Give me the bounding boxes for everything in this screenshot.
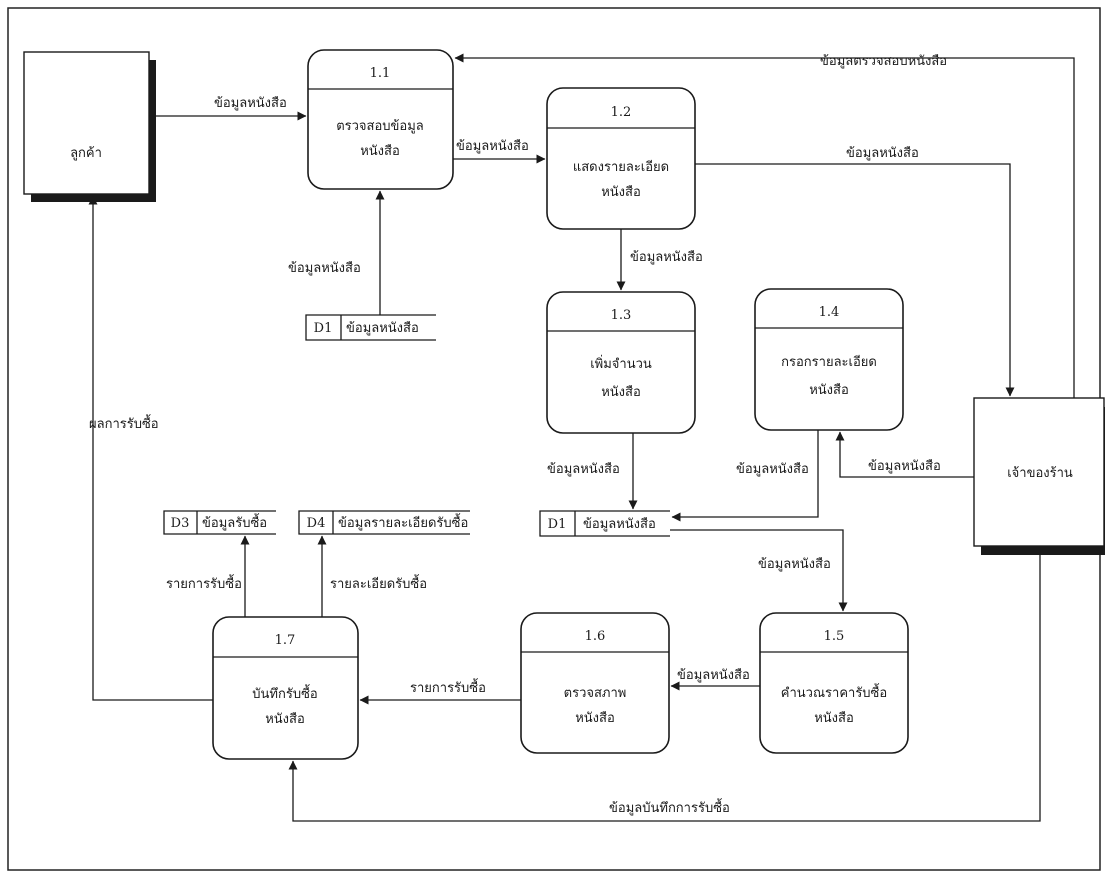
flow-1-5-to-1-6: ข้อมูลหนังสือ	[670, 667, 760, 691]
flow-label: ข้อมูลตรวจสอบหนังสือ	[820, 53, 947, 69]
flow-label: รายละเอียดรับซื้อ	[330, 574, 427, 592]
flow-label: ข้อมูลหนังสือ	[214, 95, 287, 111]
store-name: ข้อมูลหนังสือ	[583, 516, 656, 532]
process-id: 1.7	[275, 633, 296, 648]
process-label-line-1: แสดงรายละเอียด	[573, 159, 669, 175]
flow-label: รายการรับซื้อ	[410, 678, 486, 696]
store-id: D4	[307, 516, 326, 531]
flow-label: ข้อมูลหนังสือ	[547, 461, 620, 477]
flow-label: ข้อมูลหนังสือ	[846, 145, 919, 161]
data-store-d1-top: D1 ข้อมูลหนังสือ	[305, 314, 436, 341]
flow-label: รายการรับซื้อ	[166, 574, 242, 592]
process-label-line-2: หนังสือ	[575, 710, 615, 726]
process-label-line-2: หนังสือ	[814, 710, 854, 726]
process-label-line-2: หนังสือ	[601, 384, 641, 400]
customer-label: ลูกค้า	[70, 146, 102, 161]
flow-label: ข้อมูลหนังสือ	[736, 461, 809, 477]
flow-1-7-to-customer: ผลการรับซื้อ	[88, 195, 213, 701]
process-id: 1.2	[611, 105, 632, 120]
data-store-d4: D4 ข้อมูลรายละเอียดรับซื้อ	[298, 510, 470, 535]
store-id: D1	[548, 517, 567, 532]
flow-1-7-to-d3: รายการรับซื้อ	[166, 535, 250, 617]
flow-d1-to-1-1: ข้อมูลหนังสือ	[288, 190, 385, 315]
flow-d1-to-1-5: ข้อมูลหนังสือ	[670, 529, 848, 612]
process-1-6: 1.6 ตรวจสภาพ หนังสือ	[520, 612, 670, 754]
process-1-2: 1.2 แสดงรายละเอียด หนังสือ	[546, 87, 696, 230]
flow-label: ข้อมูลบันทึกการรับซื้อ	[609, 798, 730, 816]
process-1-7: 1.7 บันทึกรับซื้อ หนังสือ	[212, 616, 359, 760]
data-store-d3: D3 ข้อมูลรับซื้อ	[163, 510, 276, 535]
store-id: D3	[171, 516, 190, 531]
process-id: 1.3	[611, 308, 632, 323]
process-label-line-2: หนังสือ	[601, 184, 641, 200]
process-label-line-1: เพิ่มจำนวน	[590, 355, 652, 372]
flow-customer-to-1-1: ข้อมูลหนังสือ	[149, 95, 307, 121]
flow-owner-to-1-1: ข้อมูลตรวจสอบหนังสือ	[454, 53, 1075, 398]
flow-1-1-to-1-2: ข้อมูลหนังสือ	[453, 138, 546, 164]
process-label-line-1: บันทึกรับซื้อ	[252, 684, 317, 702]
external-entity-customer: ลูกค้า	[23, 51, 156, 202]
flow-label: ข้อมูลหนังสือ	[456, 138, 529, 154]
process-label-line-1: ตรวจสภาพ	[564, 686, 627, 701]
flow-label: ข้อมูลหนังสือ	[288, 260, 361, 276]
process-label-line-1: ตรวจสอบข้อมูล	[336, 119, 424, 134]
process-id: 1.6	[585, 629, 606, 644]
process-label-line-2: หนังสือ	[265, 711, 305, 727]
process-id: 1.5	[824, 629, 845, 644]
flow-label: ผลการรับซื้อ	[89, 414, 159, 432]
flow-owner-to-1-4: ข้อมูลหนังสือ	[835, 431, 974, 478]
flow-label: ข้อมูลหนังสือ	[630, 249, 703, 265]
flow-1-2-to-1-3: ข้อมูลหนังสือ	[616, 229, 703, 291]
flow-label: ข้อมูลหนังสือ	[677, 667, 750, 683]
process-1-4: 1.4 กรอกรายละเอียด หนังสือ	[754, 288, 904, 431]
flow-owner-to-1-7: ข้อมูลบันทึกการรับซื้อ	[288, 555, 1041, 822]
flow-1-6-to-1-7: รายการรับซื้อ	[359, 678, 521, 705]
shop-owner-label: เจ้าของร้าน	[1007, 466, 1073, 481]
process-1-5: 1.5 คำนวณราคารับซื้อ หนังสือ	[759, 612, 909, 754]
process-1-3: 1.3 เพิ่มจำนวน หนังสือ	[546, 291, 696, 434]
store-id: D1	[314, 321, 333, 336]
flow-label: ข้อมูลหนังสือ	[868, 458, 941, 474]
external-entity-shop-owner: เจ้าของร้าน	[973, 397, 1105, 555]
process-label-line-2: หนังสือ	[360, 143, 400, 159]
store-name: ข้อมูลรับซื้อ	[202, 513, 267, 531]
data-store-d1-middle: D1 ข้อมูลหนังสือ	[539, 510, 670, 537]
flow-1-7-to-d4: รายละเอียดรับซื้อ	[317, 535, 427, 617]
flow-1-2-to-owner: ข้อมูลหนังสือ	[695, 145, 1015, 397]
store-name: ข้อมูลรายละเอียดรับซื้อ	[338, 513, 468, 531]
store-name: ข้อมูลหนังสือ	[346, 320, 419, 336]
process-id: 1.4	[819, 305, 840, 320]
process-label-line-1: คำนวณราคารับซื้อ	[781, 683, 887, 701]
process-label-line-2: หนังสือ	[809, 382, 849, 398]
process-id: 1.1	[370, 66, 391, 81]
process-label-line-1: กรอกรายละเอียด	[781, 354, 877, 370]
flow-label: ข้อมูลหนังสือ	[758, 556, 831, 572]
flow-1-3-to-d1: ข้อมูลหนังสือ	[547, 433, 638, 510]
flow-1-4-to-d1: ข้อมูลหนังสือ	[671, 430, 819, 522]
process-1-1: 1.1 ตรวจสอบข้อมูล หนังสือ	[307, 49, 454, 190]
